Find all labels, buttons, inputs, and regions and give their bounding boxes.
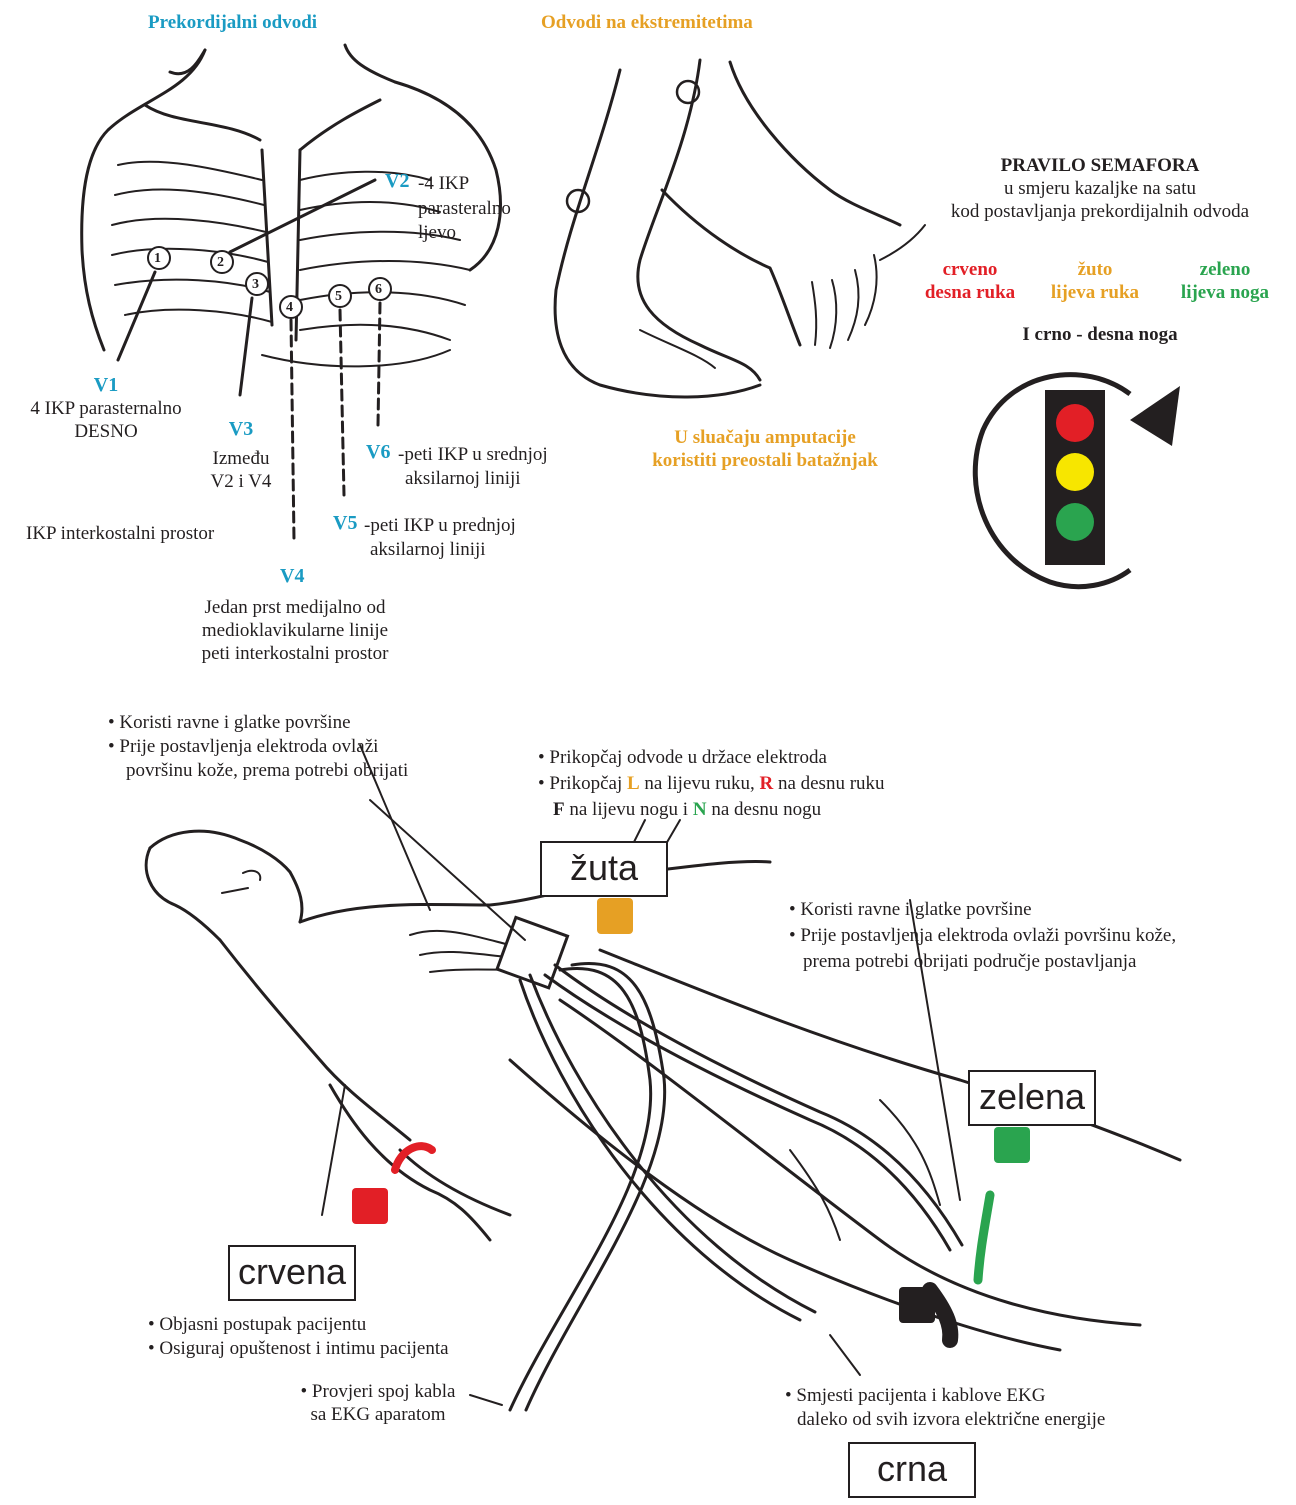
label-box-black: crna [848, 1442, 976, 1498]
label-box-yellow: žuta [540, 841, 668, 897]
note-connect-2-post: na desnu ruku [773, 773, 884, 794]
note-connect-2-pre: • Prikopčaj [538, 773, 627, 794]
electrode-green-square [994, 1127, 1030, 1163]
electrode-black-square [899, 1287, 935, 1323]
note-connect-L: L [627, 773, 640, 794]
note-connect-3: F na lijevu nogu i N na desnu nogu [553, 798, 821, 821]
note-connect-1: • Prikopčaj odvode u držace elektroda [538, 746, 827, 769]
electrode-red-square [352, 1188, 388, 1224]
note-surface-leg-2: • Prije postavljenja elektroda ovlaži po… [789, 924, 1176, 947]
note-surface-2: • Prije postavljenja elektroda ovlaži [108, 735, 378, 758]
note-connect-N: N [693, 799, 707, 820]
note-connect-2-mid: na lijevu ruku, [640, 773, 760, 794]
note-surface-leg-3: prema potrebi obrijati područje postavlj… [803, 950, 1136, 973]
note-explain-2: • Osiguraj opuštenost i intimu pacijenta [148, 1337, 449, 1360]
electrode-yellow-square [597, 898, 633, 934]
note-explain-1: • Objasni postupak pacijentu [148, 1313, 366, 1336]
note-surface-1: • Koristi ravne i glatke površine [108, 711, 351, 734]
note-cable-2: sa EKG aparatom [268, 1403, 488, 1426]
note-cable-1: • Provjeri spoj kabla [268, 1380, 488, 1403]
note-connect-3-mid: na lijevu nogu i [565, 799, 693, 820]
note-connect-2: • Prikopčaj L na lijevu ruku, R na desnu… [538, 772, 885, 795]
note-connect-R: R [759, 773, 773, 794]
note-cable: • Provjeri spoj kabla sa EKG aparatom [268, 1380, 488, 1426]
label-box-red: crvena [228, 1245, 356, 1301]
note-connect-3-post: na desnu nogu [707, 799, 822, 820]
note-position-1: • Smjesti pacijenta i kablove EKG [785, 1384, 1045, 1407]
note-surface-leg-1: • Koristi ravne i glatke površine [789, 898, 1032, 921]
note-position-2: daleko od svih izvora električne energij… [797, 1408, 1105, 1431]
note-surface-3: površinu kože, prema potrebi obrijati [126, 759, 408, 782]
label-box-green: zelena [968, 1070, 1096, 1126]
note-connect-F: F [553, 799, 565, 820]
